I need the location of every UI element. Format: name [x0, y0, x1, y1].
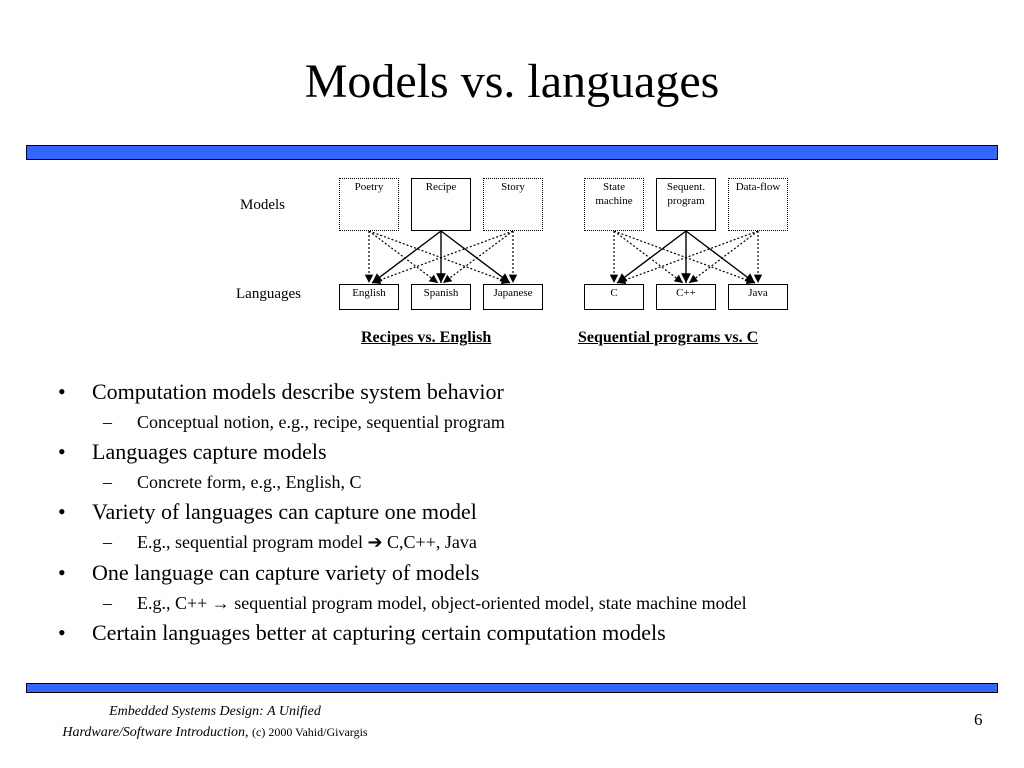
right-dotted-arrows [609, 230, 763, 285]
right-arrow-icon: ➔ [367, 532, 383, 553]
bullet-item: • One language can capture variety of mod… [58, 559, 998, 587]
caption-sequential-programs-vs-c: Sequential programs vs. C [578, 329, 759, 346]
sub-bullet-text-end: C,C++, Java [387, 532, 477, 552]
language-box-japanese: Japanese [483, 284, 543, 310]
sub-bullet-text-start: E.g., sequential program model [137, 532, 363, 552]
model-box-recipe: Recipe [411, 178, 471, 231]
model-box-sequential-program: Sequent. program [656, 178, 716, 231]
top-divider [26, 145, 998, 160]
model-box-state-machine: State machine [584, 178, 644, 231]
model-box-data-flow: Data-flow [728, 178, 788, 231]
language-box-c: C [584, 284, 644, 310]
sub-bullet-item: – Concrete form, e.g., English, C [58, 470, 998, 494]
footer-book-title-line1: Embedded Systems Design: A Unified [109, 704, 321, 719]
languages-row-label: Languages [236, 286, 301, 302]
bullet-marker: • [58, 439, 66, 464]
bullet-text: Variety of languages can capture one mod… [92, 499, 477, 524]
bullet-text: Computation models describe system behav… [92, 379, 504, 404]
sub-bullet-item: – E.g., C++ → sequential program model, o… [58, 591, 998, 615]
bullet-text: Certain languages better at capturing ce… [92, 620, 666, 645]
models-row-label: Models [240, 197, 285, 213]
bottom-divider [26, 683, 998, 693]
bullet-marker: • [58, 560, 66, 585]
language-box-spanish: Spanish [411, 284, 471, 310]
bullet-list: • Computation models describe system beha… [58, 378, 998, 651]
caption-recipes-vs-english: Recipes vs. English [361, 329, 492, 346]
footer-copyright: (c) 2000 Vahid/Givargis [252, 725, 368, 739]
slide-title: Models vs. languages [304, 55, 720, 108]
footer-citation: Embedded Systems Design: A Unified Hardw… [0, 701, 430, 743]
bullet-item: • Certain languages better at capturing c… [58, 619, 998, 647]
dash-marker: – [103, 593, 112, 613]
left-solid-arrows [371, 230, 511, 284]
footer-book-title-line2: Hardware/Software Introduction, [62, 725, 249, 740]
model-box-story: Story [483, 178, 543, 231]
sub-bullet-text: Conceptual notion, e.g., recipe, sequent… [137, 412, 505, 432]
sub-bullet-item: – E.g., sequential program model ➔ C,C++,… [58, 530, 998, 555]
bullet-item: • Computation models describe system beha… [58, 378, 998, 406]
sub-bullet-text: E.g., C++ → sequential program model, ob… [137, 593, 747, 613]
left-dotted-arrows [364, 230, 518, 285]
dash-marker: – [103, 412, 112, 432]
bullet-item: • Variety of languages can capture one mo… [58, 498, 998, 526]
bullet-item: • Languages capture models [58, 438, 998, 466]
language-box-java: Java [728, 284, 788, 310]
dash-marker: – [103, 532, 112, 552]
language-box-english: English [339, 284, 399, 310]
right-solid-arrows [616, 230, 756, 284]
dash-marker: – [103, 472, 112, 492]
sub-bullet-text: Concrete form, e.g., English, C [137, 472, 362, 492]
bullet-marker: • [58, 499, 66, 524]
language-box-cpp: C++ [656, 284, 716, 310]
bullet-marker: • [58, 379, 66, 404]
sub-bullet-item: – Conceptual notion, e.g., recipe, sequen… [58, 410, 998, 434]
bullet-text: Languages capture models [92, 439, 327, 464]
bullet-marker: • [58, 620, 66, 645]
bullet-text: One language can capture variety of mode… [92, 560, 480, 585]
model-box-poetry: Poetry [339, 178, 399, 231]
page-number: 6 [974, 710, 983, 729]
